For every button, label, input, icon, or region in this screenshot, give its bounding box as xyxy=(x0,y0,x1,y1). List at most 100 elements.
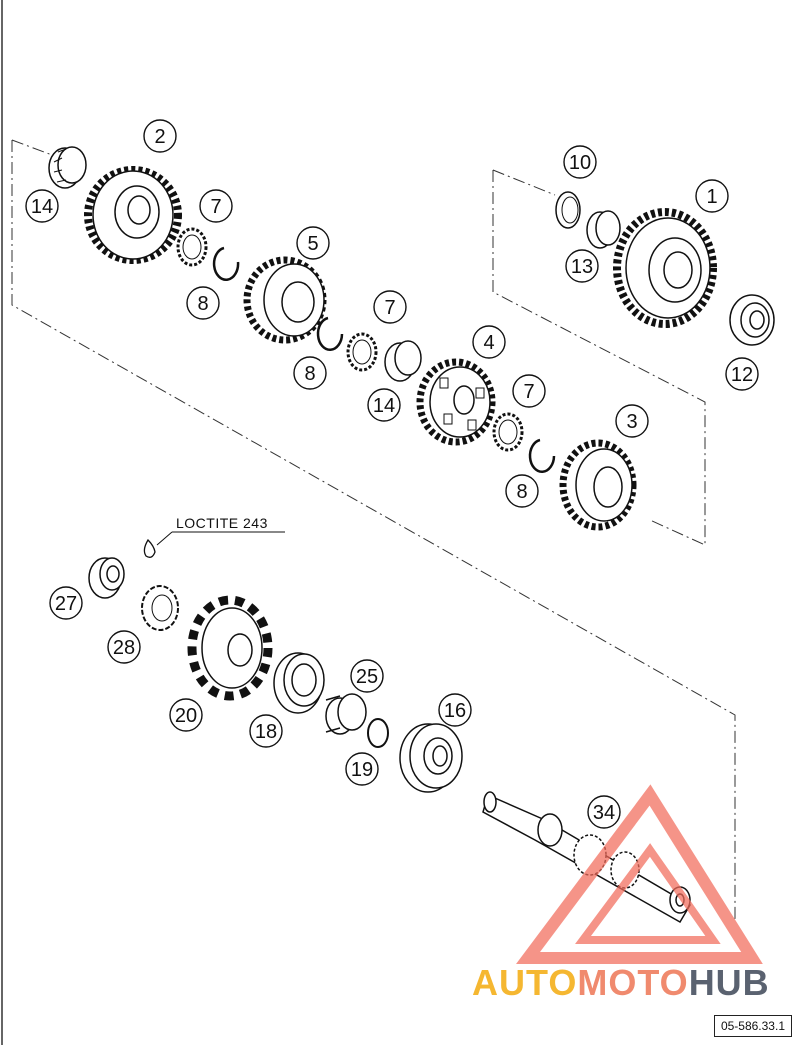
part-callout: 10 xyxy=(563,145,597,179)
loctite-drop-icon xyxy=(143,538,156,558)
sprocket-part xyxy=(187,595,273,701)
part-callout: 34 xyxy=(587,795,621,829)
callout-circle xyxy=(49,586,83,620)
callout-circle xyxy=(505,474,539,508)
circlip-part xyxy=(212,246,240,281)
part-callout: 28 xyxy=(107,630,141,664)
callout-number: 10 xyxy=(569,152,591,174)
nut-part xyxy=(88,557,125,599)
callout-number: 14 xyxy=(31,196,53,218)
part-callout: 8 xyxy=(505,474,539,508)
part-callout: 19 xyxy=(345,752,379,786)
callout-circle xyxy=(373,290,407,324)
callout-number: 4 xyxy=(483,332,494,354)
thrust-washer-part xyxy=(555,191,581,229)
ball-bearing-part xyxy=(399,723,463,793)
callout-circle xyxy=(293,356,327,390)
needle-bearing-part xyxy=(586,210,621,249)
washer-part xyxy=(492,412,524,452)
callout-circle xyxy=(199,189,233,223)
callout-number: 1 xyxy=(706,186,717,208)
callout-number: 28 xyxy=(113,637,135,659)
watermark-logo xyxy=(516,784,763,964)
callout-number: 2 xyxy=(154,126,165,148)
part-callout: 14 xyxy=(367,388,401,422)
callout-circle xyxy=(367,388,401,422)
washer-part xyxy=(346,332,378,372)
callout-number: 3 xyxy=(626,411,637,433)
circlip-part xyxy=(528,438,556,473)
callout-circle xyxy=(563,145,597,179)
needle-bearing-part xyxy=(384,340,422,382)
part-callout: 8 xyxy=(186,286,220,320)
callout-circle xyxy=(615,404,649,438)
callout-number: 13 xyxy=(571,256,593,278)
o-ring-part xyxy=(367,718,389,748)
callout-number: 27 xyxy=(55,593,77,615)
ball-bearing-part xyxy=(729,294,775,346)
callout-circle xyxy=(565,249,599,283)
gear-part-2 xyxy=(84,166,182,264)
callout-circle xyxy=(25,189,59,223)
needle-bearing-part xyxy=(48,146,87,189)
gear-part-4 xyxy=(416,358,496,446)
callout-circle xyxy=(169,698,203,732)
callout-number: 8 xyxy=(197,293,208,315)
part-callout: 5 xyxy=(296,226,330,260)
part-callout: 13 xyxy=(565,249,599,283)
callout-number: 34 xyxy=(593,802,615,824)
loctite-note: LOCTITE 243 xyxy=(176,515,268,531)
callout-circle xyxy=(438,693,472,727)
gear-part-1 xyxy=(613,208,717,328)
callout-circle xyxy=(350,659,384,693)
gear-part-3 xyxy=(559,439,637,531)
part-callout: 7 xyxy=(512,374,546,408)
callout-circle xyxy=(345,752,379,786)
callout-number: 20 xyxy=(175,705,197,727)
callout-circle xyxy=(472,325,506,359)
callout-number: 7 xyxy=(210,196,221,218)
watermark-part-moto: MOTO xyxy=(577,962,689,1003)
part-callout: 3 xyxy=(615,404,649,438)
callout-number: 16 xyxy=(444,700,466,722)
callout-number: 8 xyxy=(304,363,315,385)
part-callout: 16 xyxy=(438,693,472,727)
callout-number: 19 xyxy=(351,759,373,781)
callout-number: 14 xyxy=(373,395,395,417)
callout-circle xyxy=(249,714,283,748)
callout-circle xyxy=(186,286,220,320)
bushing-part xyxy=(325,693,367,735)
part-callout: 12 xyxy=(725,357,759,391)
gear-part-5 xyxy=(243,256,327,344)
callout-circle xyxy=(695,179,729,213)
shaft-seal-part xyxy=(273,652,325,714)
part-callout: 25 xyxy=(350,659,384,693)
watermark-part-auto: AUTO xyxy=(472,962,578,1003)
lock-washer-part xyxy=(141,585,179,631)
callout-number: 8 xyxy=(516,481,527,503)
part-callout: 1 xyxy=(695,179,729,213)
circlip-part xyxy=(316,316,344,351)
part-callout: 4 xyxy=(472,325,506,359)
part-callout: 7 xyxy=(373,290,407,324)
callout-number: 12 xyxy=(731,364,753,386)
assembly-outline xyxy=(11,139,736,920)
callout-number: 7 xyxy=(523,381,534,403)
callout-number: 25 xyxy=(356,666,378,688)
watermark-part-hub: HUB xyxy=(688,962,770,1003)
part-callout: 27 xyxy=(49,586,83,620)
callout-circle xyxy=(143,119,177,153)
part-callout: 8 xyxy=(293,356,327,390)
part-callout: 18 xyxy=(249,714,283,748)
part-callout: 20 xyxy=(169,698,203,732)
part-callout: 14 xyxy=(25,189,59,223)
callout-number: 5 xyxy=(307,233,318,255)
drawing-reference-number: 05-586.33.1 xyxy=(713,1015,792,1037)
part-callout: 2 xyxy=(143,119,177,153)
washer-part xyxy=(176,227,208,267)
callout-circle xyxy=(512,374,546,408)
callout-number: 7 xyxy=(384,297,395,319)
callout-circle xyxy=(725,357,759,391)
